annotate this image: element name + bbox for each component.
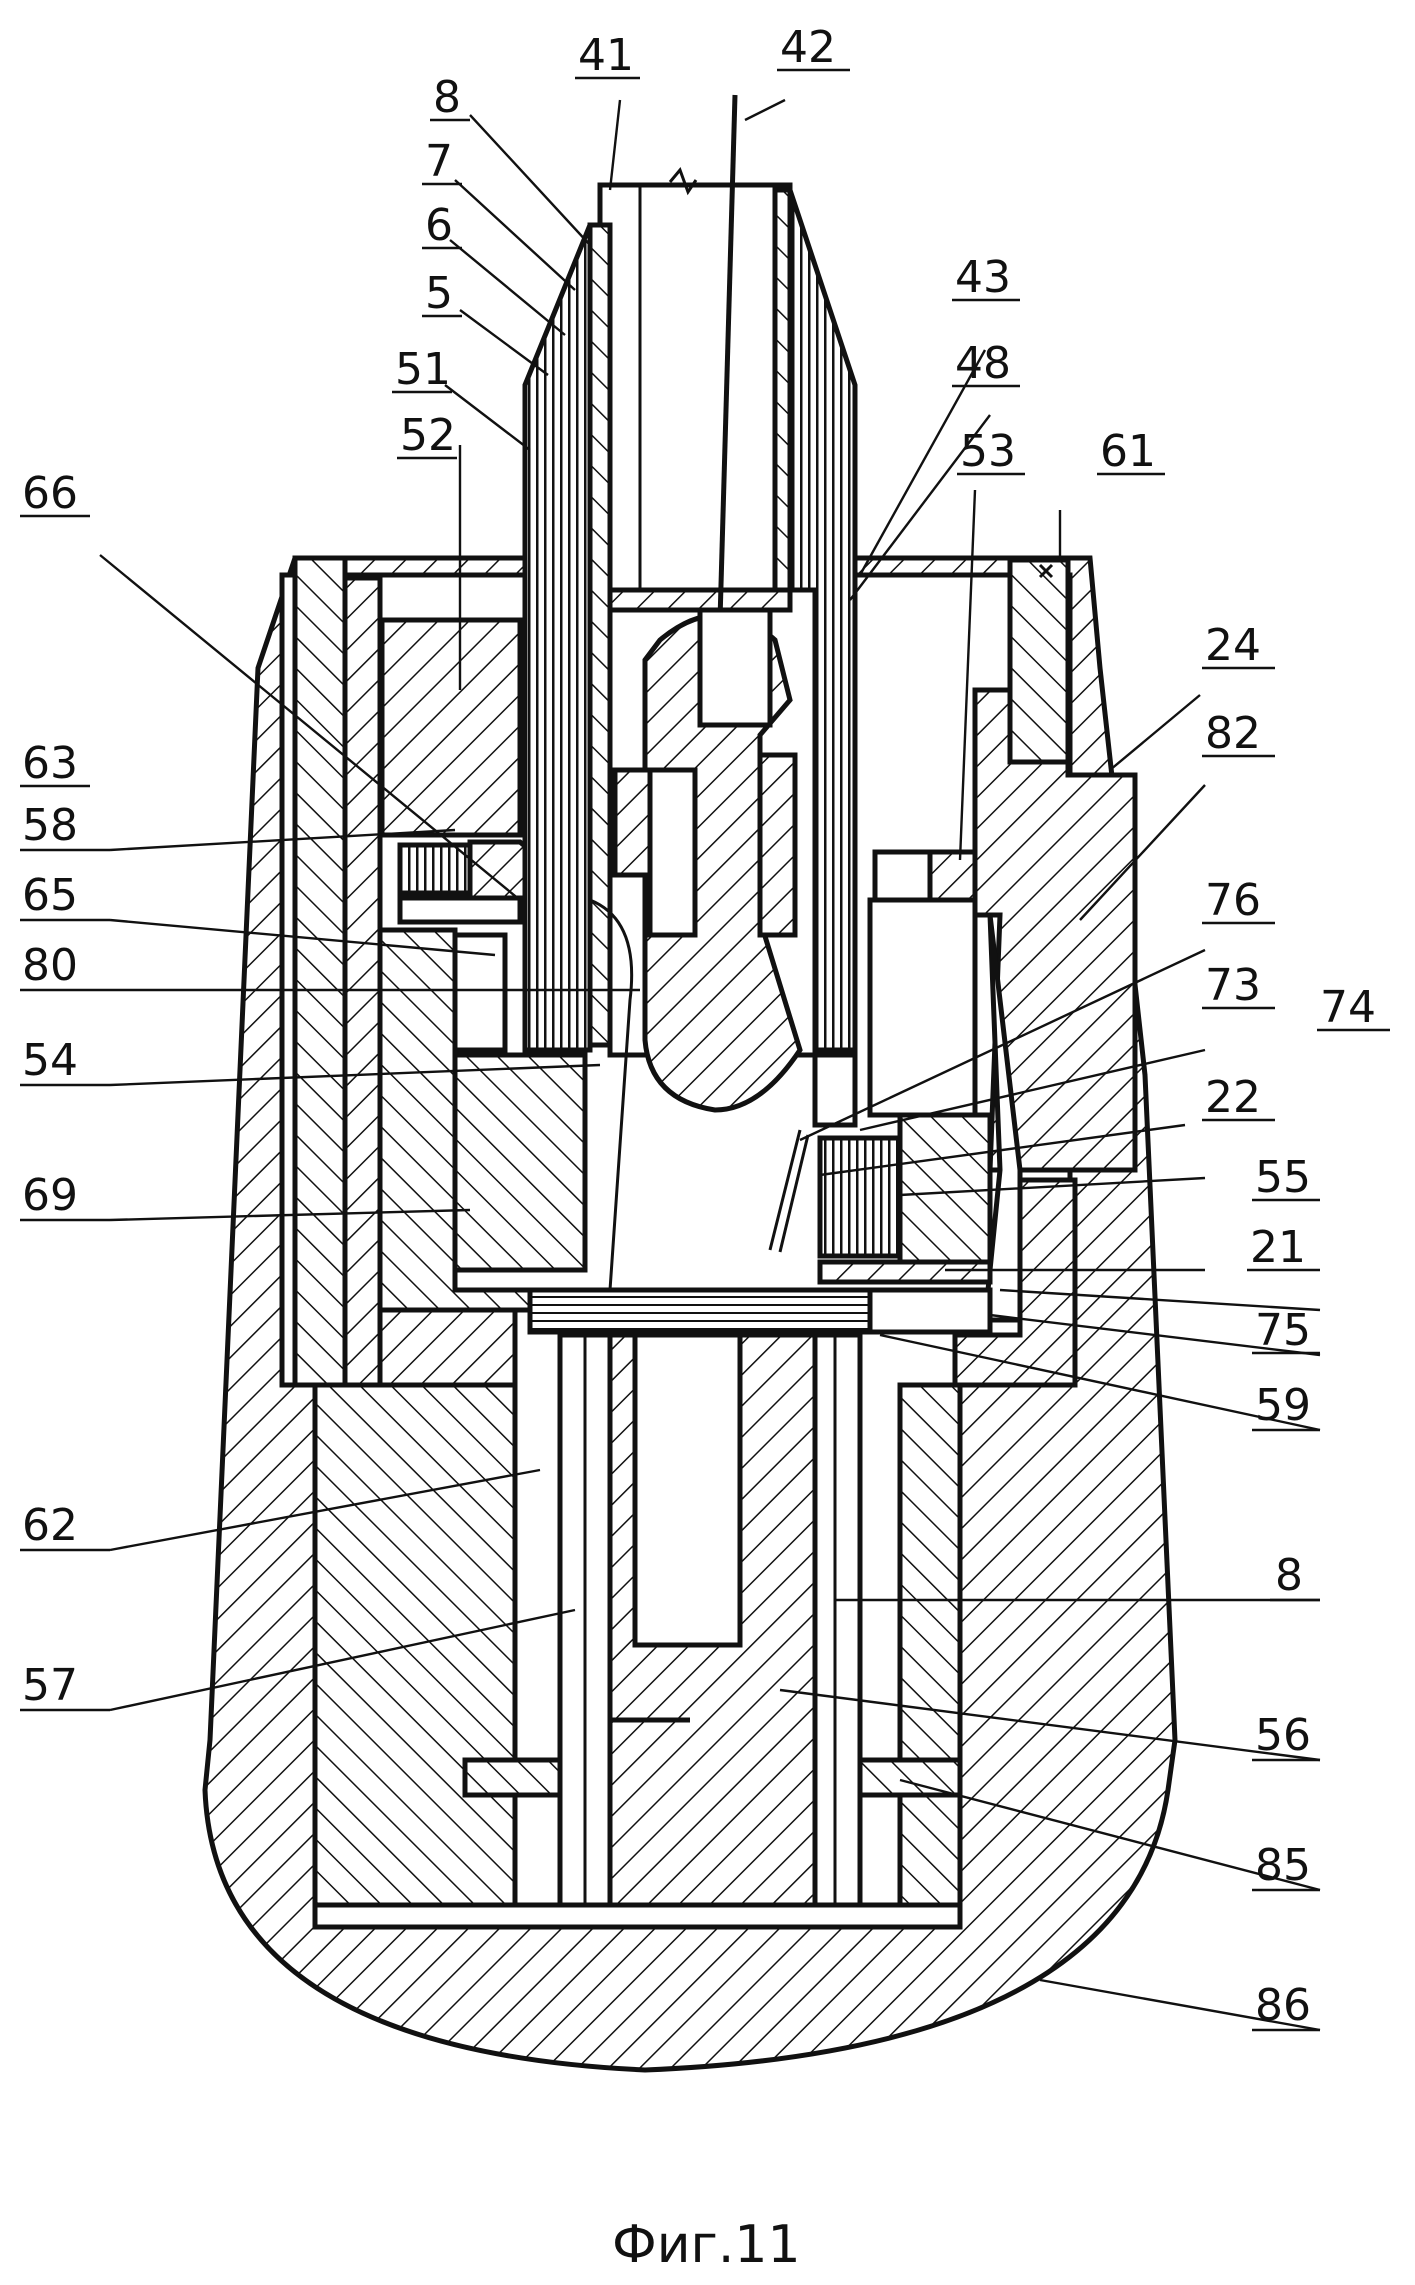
label-63: 63 xyxy=(22,738,78,789)
block-right-small xyxy=(757,752,798,938)
block-52 xyxy=(379,617,523,838)
label-52: 52 xyxy=(400,410,456,461)
coil-22 xyxy=(817,1135,903,1259)
layers-left xyxy=(522,224,593,1053)
label-69: 69 xyxy=(22,1170,78,1221)
label-48: 48 xyxy=(955,338,1011,389)
label-82: 82 xyxy=(1205,708,1261,759)
part-right-box xyxy=(867,897,978,1118)
spacer-65 xyxy=(397,895,523,925)
label-53: 53 xyxy=(960,426,1016,477)
housing-69-body xyxy=(342,575,383,1388)
label-75: 75 xyxy=(1255,1305,1311,1356)
mark-61-x xyxy=(1038,563,1054,579)
label-66: 66 xyxy=(22,468,78,519)
leaders xyxy=(99,98,1321,2032)
plate-21 xyxy=(817,1259,993,1285)
label-7: 7 xyxy=(425,136,453,187)
label-51: 51 xyxy=(395,344,451,395)
label-76: 76 xyxy=(1205,875,1261,926)
label-6: 6 xyxy=(425,200,453,251)
wire-80 xyxy=(589,898,634,1291)
tube-41 xyxy=(597,182,793,593)
core-56-slot xyxy=(632,1332,743,1648)
label-62: 62 xyxy=(22,1500,78,1551)
label-85: 85 xyxy=(1255,1840,1311,1891)
label-41: 41 xyxy=(578,30,634,81)
coil-58 xyxy=(397,842,473,896)
label-73: 73 xyxy=(1205,960,1261,1011)
tube-41-wall-left xyxy=(587,222,613,1048)
label-86: 86 xyxy=(1255,1980,1311,2031)
housing-82 xyxy=(982,914,1023,1323)
coil-59 xyxy=(527,1287,873,1335)
sleeve-61-right xyxy=(1007,557,1071,765)
label-21: 21 xyxy=(1250,1222,1306,1273)
label-54: 54 xyxy=(22,1035,78,1086)
label-59: 59 xyxy=(1255,1380,1311,1431)
label-56: 56 xyxy=(1255,1710,1311,1761)
part-53-open xyxy=(872,849,933,903)
tube-41-wall-right xyxy=(772,187,793,593)
label-57: 57 xyxy=(22,1660,78,1711)
sleeve-48-top xyxy=(607,587,793,613)
tube-8-lower xyxy=(812,1332,863,1908)
base-plate xyxy=(312,1902,963,1930)
figure-caption: Фиг.11 xyxy=(612,2215,801,2275)
rod-42 xyxy=(715,94,738,691)
housing-right-lower xyxy=(952,1177,1078,1388)
label-22: 22 xyxy=(1205,1072,1261,1123)
plate-75 xyxy=(867,1287,993,1335)
plunger-cap xyxy=(697,607,773,728)
label-43: 43 xyxy=(955,252,1011,303)
block-54 xyxy=(452,1052,588,1273)
label-24: 24 xyxy=(1205,620,1261,671)
label-65: 65 xyxy=(22,870,78,921)
label-61: 61 xyxy=(1100,426,1156,477)
label-58: 58 xyxy=(22,800,78,851)
guide-76 xyxy=(812,1052,858,1128)
block-left-small xyxy=(612,767,653,878)
label-8-top: 8 xyxy=(433,72,461,123)
insert-62-right xyxy=(897,1382,963,1908)
block-left-open xyxy=(647,767,698,938)
reference-labels: 8 7 6 5 51 52 66 63 58 65 80 54 69 62 57… xyxy=(20,22,1390,2032)
label-55: 55 xyxy=(1255,1152,1311,1203)
sleeve-66-left xyxy=(292,555,348,1388)
break-mark xyxy=(668,167,698,196)
label-5: 5 xyxy=(425,268,453,319)
label-8-bottom: 8 xyxy=(1275,1550,1303,1601)
wire-74b xyxy=(778,1134,810,1253)
label-74: 74 xyxy=(1320,982,1376,1033)
label-42: 42 xyxy=(780,22,836,73)
wire-74 xyxy=(768,1129,802,1251)
label-80: 80 xyxy=(22,940,78,991)
part-53 xyxy=(927,849,978,903)
